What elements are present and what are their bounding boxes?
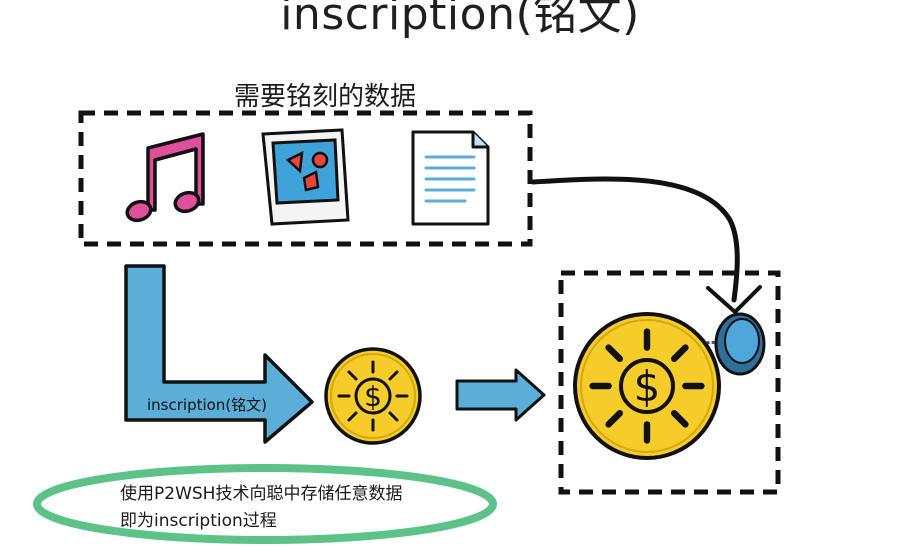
large-coin-symbol: $ xyxy=(634,362,661,411)
arrow-label: inscription(铭文) xyxy=(147,396,267,414)
middle-blue-arrow xyxy=(455,368,546,422)
data-box xyxy=(78,110,533,247)
note-line-2: 即为inscription过程 xyxy=(120,511,277,531)
result-box xyxy=(558,270,781,495)
large-coin: $ xyxy=(573,312,721,460)
note-oval xyxy=(33,464,497,544)
note-line-1: 使用P2WSH技术向聪中存储任意数据 xyxy=(120,484,403,504)
photo-icon xyxy=(261,128,350,226)
connector-curve-arrow xyxy=(530,176,762,314)
locket-icon xyxy=(689,312,766,376)
document-icon xyxy=(411,130,490,226)
coin-symbol: $ xyxy=(364,380,382,413)
page-title: inscription(铭文) xyxy=(280,0,640,40)
note-text: 使用P2WSH技术向聪中存储任意数据 即为inscription过程 xyxy=(120,481,402,535)
small-coin: $ xyxy=(324,347,422,445)
data-box-label: 需要铭刻的数据 xyxy=(233,82,416,112)
music-note-icon xyxy=(125,132,205,223)
l-shaped-blue-arrow: inscription(铭文) xyxy=(124,264,314,444)
